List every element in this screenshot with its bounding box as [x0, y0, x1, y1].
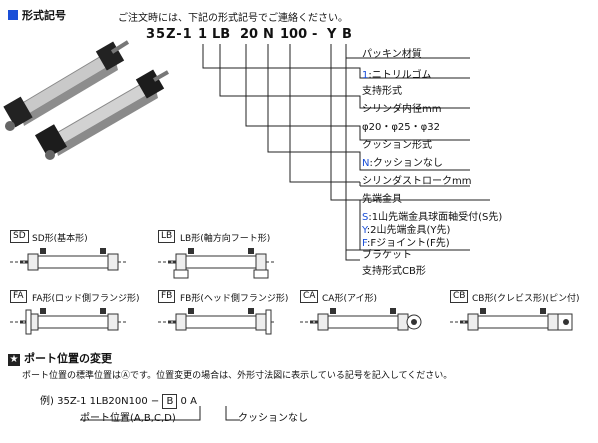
- cushion-title: クッション形式: [362, 140, 432, 151]
- mount-cb-label: CB形(クレビス形)(ピン付): [472, 294, 580, 304]
- model-prefix: 35Z-1: [146, 27, 193, 42]
- code-part-dash: -: [312, 27, 318, 42]
- order-note: ご注文時には、下記の形式記号でご連絡ください。: [118, 13, 348, 24]
- example-port-box: B: [162, 394, 178, 409]
- packing-title: パッキン材質: [362, 49, 422, 60]
- star-icon: ★: [8, 354, 20, 366]
- mount-title: 支持形式: [362, 86, 402, 97]
- mount-lb-label: LB形(軸方向フート形): [180, 234, 271, 244]
- code-part-rodend: Y: [327, 27, 337, 42]
- example-code: 35Z-1 1LB20N100 −: [57, 396, 160, 407]
- cushion-option: N:クッションなし: [362, 158, 443, 169]
- mount-lb-code: LB: [158, 230, 176, 243]
- code-part-bracket: B: [342, 27, 352, 42]
- stroke-title: シリンダストロークmm: [362, 176, 472, 187]
- rodend-option-f: F:Fジョイント(F先): [362, 238, 450, 249]
- packing-option: 1:ニトリルゴム: [362, 70, 432, 81]
- mount-ca-code: CA: [300, 290, 319, 303]
- bracket-sub: 支持形式CB形: [362, 266, 426, 277]
- example-sub-port: ポート位置(A,B,C,D): [80, 413, 176, 424]
- rodend-option-s: S:1山先端金具球面軸受付(S先): [362, 212, 503, 223]
- header-square-icon: [8, 10, 18, 20]
- section-title: 形式記号: [22, 9, 66, 22]
- port-description: ポート位置の標準位置はⒶです。位置変更の場合は、外形寸法図に表示している記号を記…: [22, 371, 453, 381]
- mount-fa-code: FA: [10, 290, 27, 303]
- mount-ca-label: CA形(アイ形): [322, 294, 378, 304]
- mount-fb-label: FB形(ヘッド側フランジ形): [180, 294, 289, 304]
- code-part-packing: 1: [198, 27, 208, 42]
- code-part-cushion: N: [263, 27, 274, 42]
- bracket-title: ブラケット: [362, 250, 412, 261]
- mount-sd-code: SD: [10, 230, 29, 243]
- code-part-mount: LB: [212, 27, 231, 42]
- bore-title: シリンダ内径mm: [362, 104, 442, 115]
- port-example: 例) 35Z-1 1LB20N100 − B 0 A: [40, 392, 197, 409]
- mount-fa-label: FA形(ロッド側フランジ形): [32, 294, 140, 304]
- rodend-title: 先端金具: [362, 194, 402, 205]
- code-part-bore: 20: [240, 27, 259, 42]
- bore-values: φ20・φ25・φ32: [362, 122, 440, 133]
- code-part-stroke: 100: [280, 27, 308, 42]
- mount-cb-code: CB: [450, 290, 469, 303]
- rodend-option-y: Y:2山先端金具(Y先): [362, 225, 451, 236]
- example-tail: 0 A: [180, 396, 197, 407]
- port-title: ★ポート位置の変更: [8, 352, 112, 366]
- model-code: 35Z-1: [146, 27, 193, 42]
- mount-sd-label: SD形(基本形): [32, 234, 88, 244]
- example-label: 例): [40, 396, 54, 407]
- example-sub-cushion: クッションなし: [238, 413, 308, 424]
- mount-fb-code: FB: [158, 290, 176, 303]
